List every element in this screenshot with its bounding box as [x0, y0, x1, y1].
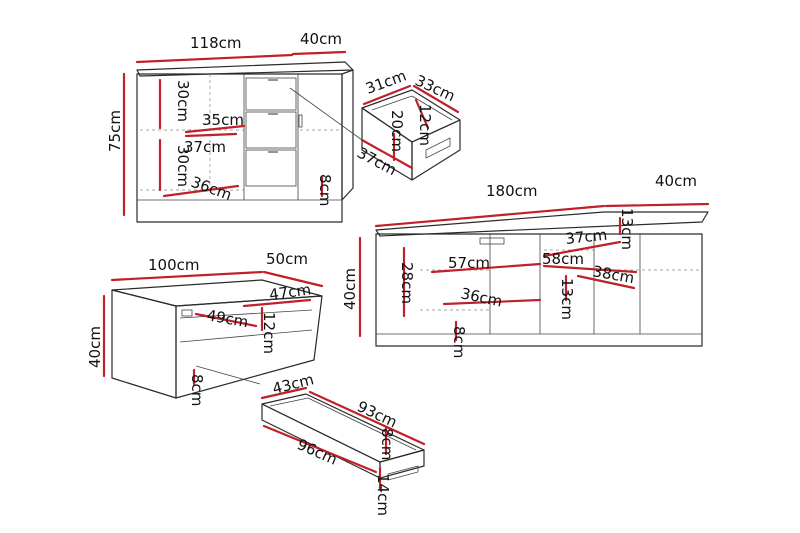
sideboard-width-label: 118cm — [190, 34, 242, 52]
sideboard-width-dim — [135, 53, 294, 64]
drawer-large-h1-label: 8cm — [378, 428, 396, 460]
tv-unit-mid-h-label: 13cm — [558, 278, 576, 320]
coffee-table-inner-d-label: 47cm — [268, 280, 312, 304]
drawer-small — [360, 84, 461, 181]
tv-unit-right-w-label: 38cm — [591, 262, 635, 287]
tv-unit — [358, 202, 710, 347]
tv-unit-width-label: 180cm — [486, 182, 538, 200]
coffee-table-depth-dim — [262, 270, 324, 288]
coffee-table-width-dim — [110, 270, 264, 282]
sideboard-depth-dim — [291, 50, 347, 56]
sideboard-shelf-top-label: 30cm — [174, 80, 192, 122]
tv-unit-top-gap-label: 13cm — [618, 208, 636, 250]
tv-unit-niche-w-label: 57cm — [448, 254, 490, 272]
drawer-small-h2-label: 20cm — [388, 110, 406, 152]
coffee-table — [102, 270, 324, 399]
tv-unit-mid-w-label: 58cm — [542, 250, 584, 268]
sideboard-plinth-label: 8cm — [316, 174, 334, 206]
sideboard-depth-label: 40cm — [300, 30, 342, 48]
tv-unit-depth-dim — [604, 202, 710, 208]
drawer-large-len-label: 93cm — [354, 397, 400, 431]
tv-unit-niche-h-label: 28cm — [398, 262, 416, 304]
coffee-table-height-label: 40cm — [86, 326, 104, 368]
sideboard-inner-w2-label: 37cm — [184, 138, 226, 156]
tv-unit-depth-label: 40cm — [655, 172, 697, 190]
drawer-large-len2-label: 96cm — [294, 435, 340, 469]
sideboard — [122, 50, 363, 223]
drawer-small-h1-label: 12cm — [416, 104, 434, 146]
sideboard-bottom-w-label: 36cm — [189, 173, 235, 204]
tv-unit-inner-w-label: 37cm — [565, 226, 609, 248]
sideboard-shelf-bottom-label: 30cm — [174, 145, 192, 187]
sideboard-height-label: 75cm — [106, 110, 124, 152]
drawer-large-w-label: 43cm — [271, 370, 316, 398]
tv-unit-height-label: 40cm — [341, 268, 359, 310]
tv-unit-width-dim — [374, 204, 606, 228]
coffee-table-shelf-h-label: 12cm — [260, 312, 278, 354]
coffee-table-inner-w-label: 49cm — [205, 306, 249, 331]
coffee-table-width-label: 100cm — [148, 256, 200, 274]
sideboard-inner-w1-label: 35cm — [202, 111, 244, 129]
drawer-large-h2-label: 14cm — [374, 474, 392, 516]
drawer-large — [260, 386, 426, 490]
tv-unit-plinth-label: 8cm — [450, 326, 468, 358]
tv-unit-low-w-label: 36cm — [459, 284, 504, 310]
coffee-table-plinth-label: 8cm — [188, 374, 206, 406]
coffee-table-depth-label: 50cm — [266, 250, 308, 268]
